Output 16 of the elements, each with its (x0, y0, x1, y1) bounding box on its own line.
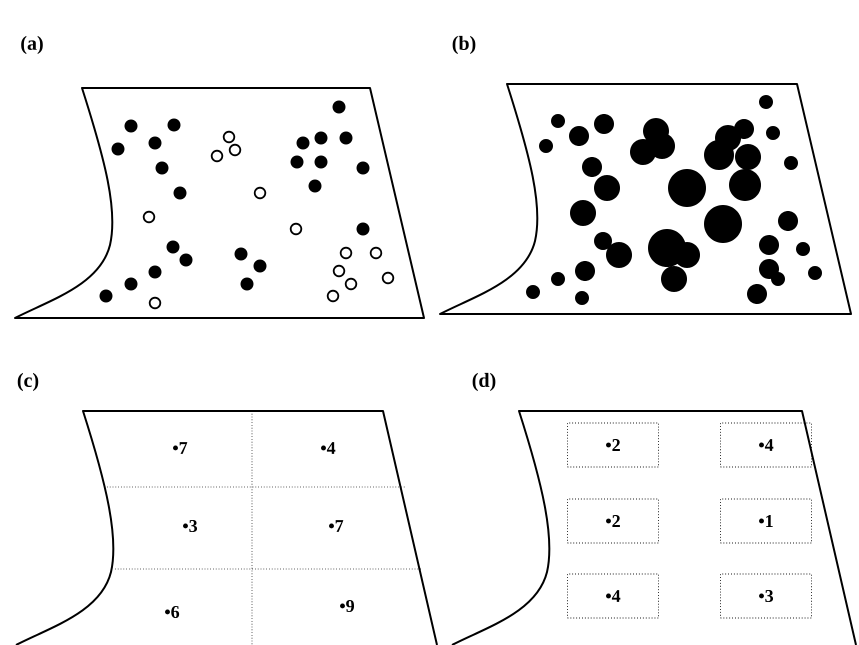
sample-box: •1 (720, 498, 812, 544)
panel-label: (b) (452, 36, 476, 54)
panel-label: (a) (21, 36, 43, 54)
sample-box: •4 (567, 574, 659, 618)
cell-value: •7 (329, 520, 344, 532)
panel-label: (c) (18, 372, 38, 392)
cell-value: •4 (321, 442, 336, 454)
sample-box: •3 (720, 574, 812, 618)
cell-value: •6 (165, 606, 180, 618)
sample-box: •2 (567, 422, 659, 468)
cell-value: •7 (173, 442, 188, 454)
panel-label: (d) (472, 372, 496, 392)
cell-value: •3 (183, 520, 198, 532)
sample-box: •2 (567, 498, 659, 544)
sample-box: •4 (720, 422, 812, 468)
cell-value: •9 (340, 600, 354, 612)
